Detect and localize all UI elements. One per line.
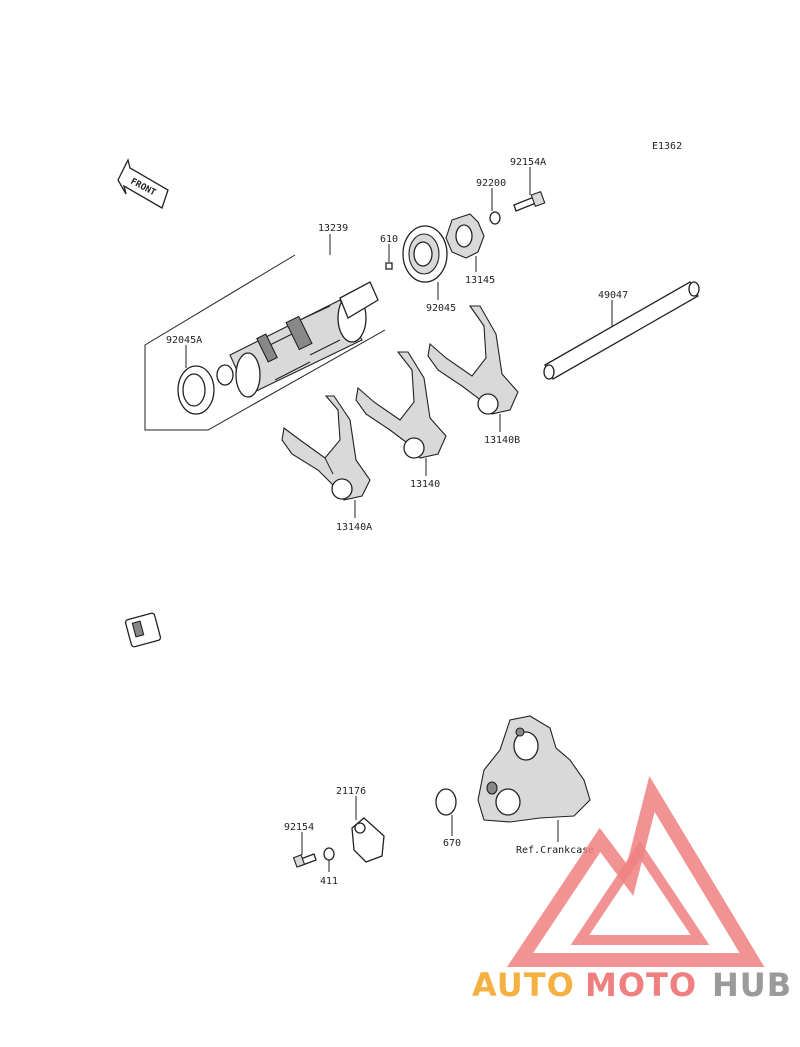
shift-drum xyxy=(216,281,379,398)
watermark-logo: AUTO MOTO HUB xyxy=(472,776,792,1004)
washer-label: 411 xyxy=(320,876,338,887)
shift-fork-b xyxy=(427,305,519,415)
o-ring xyxy=(435,788,457,816)
front-arrow-icon: FRONT xyxy=(117,158,169,209)
screw xyxy=(292,853,317,868)
watermark-text-hub: HUB xyxy=(712,966,792,1004)
sensor-label: 21176 xyxy=(336,786,366,797)
oil-seal-label: 92045A xyxy=(166,335,202,346)
pin xyxy=(385,262,393,270)
screw-label: 92154 xyxy=(284,822,314,833)
bearing xyxy=(402,225,448,283)
pin-label: 610 xyxy=(380,234,398,245)
shift-fork-mid xyxy=(355,351,447,459)
shift-fork-a xyxy=(281,395,371,501)
crankcase-label: Ref.Crankcase xyxy=(516,845,594,856)
shift-fork-shaft xyxy=(543,281,700,380)
screw-a-label: 92154A xyxy=(510,157,546,168)
cam-plate xyxy=(445,213,485,259)
small-washer-label: 92200 xyxy=(476,178,506,189)
shaft-label: 49047 xyxy=(598,290,628,301)
fork-mid-label: 13140 xyxy=(410,479,440,490)
crankcase xyxy=(477,715,591,823)
watermark-text-moto: MOTO xyxy=(585,966,697,1004)
o-ring-label: 670 xyxy=(443,838,461,849)
drum-assy-bracket xyxy=(144,254,386,431)
bearing-label: 92045 xyxy=(426,303,456,314)
drum-assy-label: 13239 xyxy=(318,223,348,234)
washer xyxy=(323,847,335,861)
screw-a xyxy=(513,190,546,212)
sensor-harness xyxy=(124,612,422,860)
cam-plate-label: 13145 xyxy=(465,275,495,286)
fork-a-label: 13140A xyxy=(336,522,372,533)
gear-position-sensor xyxy=(351,817,385,863)
oil-seal xyxy=(177,365,215,415)
small-washer xyxy=(489,211,501,225)
connector-icon xyxy=(124,612,162,648)
fork-b-label: 13140B xyxy=(484,435,520,446)
watermark-text-auto: AUTO xyxy=(472,966,575,1004)
diagram-code-label: E1362 xyxy=(652,141,682,152)
